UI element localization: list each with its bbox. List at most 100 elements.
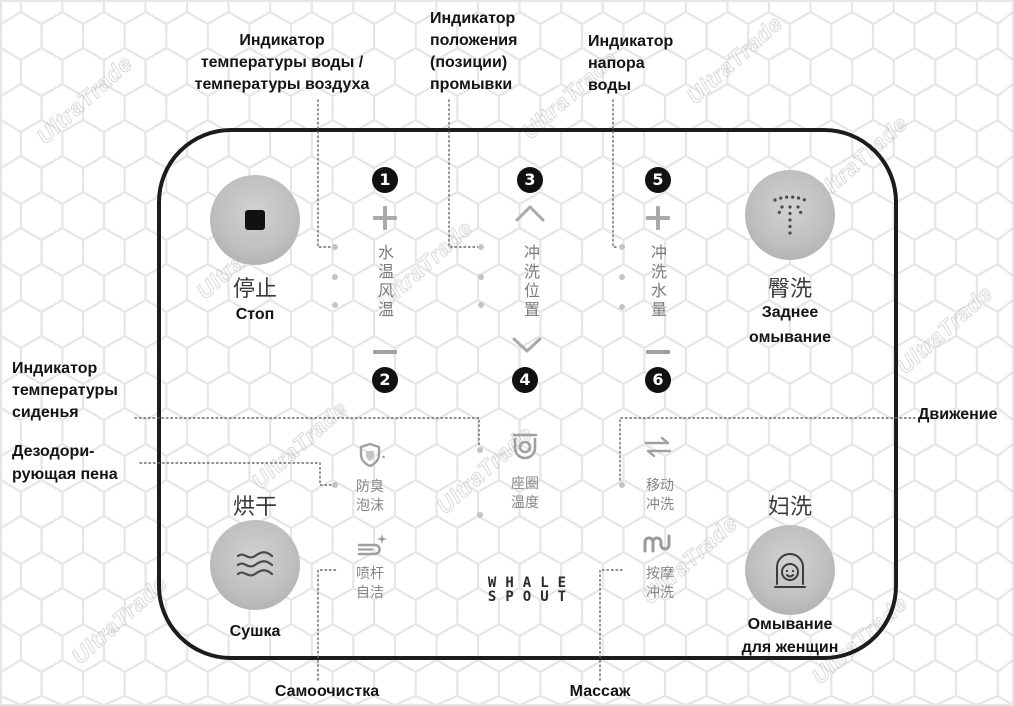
massage-wave-icon	[643, 534, 671, 553]
heat-waves-icon	[236, 551, 274, 577]
move-wash-label-line: 冲洗	[646, 497, 674, 513]
logo-line-2: SPOUT	[487, 589, 576, 605]
indicator-dot	[332, 482, 338, 488]
annotation-line: положения	[430, 32, 518, 49]
indicator-dot	[477, 447, 483, 453]
annotation-seat-temp: Индикатор температуры сиденья	[12, 358, 118, 424]
sparkle-icon	[377, 534, 387, 544]
annotation-line: температуры воздуха	[194, 76, 370, 93]
eye	[785, 569, 789, 573]
annotation-line: промывки	[430, 76, 513, 93]
dry-label-ru: Сушка	[229, 623, 281, 640]
annotation-line: (позиции)	[430, 54, 508, 71]
nozzle-sparkle-icon	[357, 543, 381, 556]
indicator-dot	[478, 302, 484, 308]
indicator-dot	[478, 244, 484, 250]
move-wash-label-line: 移动	[646, 478, 674, 494]
women-wash-button[interactable]	[745, 525, 835, 615]
seat-ring-icon	[513, 437, 537, 460]
wave-line	[236, 560, 274, 568]
indicator-dot	[478, 274, 484, 280]
rear-wash-button[interactable]	[745, 170, 835, 260]
annotation-line: Дезодори-	[12, 443, 95, 460]
stop-button[interactable]	[210, 175, 300, 265]
nozzle-clean-button[interactable]	[356, 532, 388, 558]
position-up-button[interactable]	[514, 204, 546, 222]
annotation-line: Индикатор	[430, 10, 516, 27]
wave-line	[236, 551, 274, 559]
stop-icon	[245, 210, 265, 230]
position-down-button[interactable]	[511, 336, 543, 354]
annotation-line: напора	[588, 55, 645, 72]
indicator-dot	[619, 482, 625, 488]
eye	[791, 569, 795, 573]
rear-wash-label-ru-1: Заднее	[761, 304, 819, 321]
swap-arrows-icon	[644, 436, 670, 445]
spray-right	[796, 205, 803, 215]
woman-face-icon	[774, 553, 806, 588]
swap-arrow-left	[646, 449, 672, 458]
move-wash-button[interactable]	[643, 436, 673, 458]
brand-logo: WHALE SPOUT	[479, 576, 575, 604]
rear-wash-label-cn: 臀洗	[767, 277, 813, 302]
indicator-dot	[619, 304, 625, 310]
annotation-wash-position: Индикатор положения (позиции) промывки	[430, 8, 517, 96]
seat-temp-label-line: 座圈	[511, 476, 539, 492]
annotation-line: рующая пена	[12, 466, 118, 483]
leader-line-water-pressure	[612, 99, 620, 248]
leader-line-water-air-temp	[317, 99, 333, 248]
massage-button[interactable]	[642, 532, 676, 554]
leader-line-wash-position	[448, 99, 479, 248]
logo-line-1: WHALE	[487, 575, 576, 591]
leader-line-foam	[139, 462, 333, 486]
nozzle-clean-label-line: 自洁	[356, 585, 384, 601]
temp-label: 水温风温	[375, 244, 394, 320]
pressure-minus-button[interactable]	[646, 350, 670, 354]
massage-label-line: 冲洗	[646, 585, 674, 601]
indicator-dot	[332, 274, 338, 280]
temp-minus-button[interactable]	[373, 350, 397, 354]
hair-outline	[776, 553, 804, 585]
annotation-line: температуры	[12, 382, 118, 399]
leader-line-seat-temp	[134, 417, 480, 446]
move-wash-label: 移动 冲洗	[646, 477, 674, 515]
stop-label-cn: 停止	[232, 277, 278, 302]
shield-icon	[359, 442, 381, 468]
face-outline	[781, 563, 799, 581]
massage-label-line: 按摩	[646, 566, 674, 582]
leader-line-movement	[619, 417, 916, 483]
pressure-plus-button[interactable]	[646, 206, 670, 230]
leader-line-massage	[599, 569, 625, 681]
seat-temp-label: 座圈 温度	[511, 475, 539, 513]
women-wash-label-ru-2: для женщин	[741, 639, 839, 656]
temp-plus-button[interactable]	[373, 206, 397, 230]
spray-left	[777, 205, 784, 215]
panel-outline	[157, 128, 898, 660]
foam-label-line: 防臭	[356, 479, 384, 495]
badge-2: 2	[372, 367, 398, 393]
indicator-dot	[332, 302, 338, 308]
annotation-line: температуры воды /	[200, 54, 364, 71]
annotation-line: Индикатор	[239, 32, 325, 49]
dry-label-cn: 烘干	[232, 495, 278, 520]
seat-temp-button[interactable]	[511, 432, 539, 462]
badge-6: 6	[645, 367, 671, 393]
annotation-water-pressure: Индикатор напора воды	[588, 31, 673, 97]
indicator-dot	[332, 244, 338, 250]
annotation-self-clean: Самоочистка	[274, 683, 380, 700]
spray-dots-icon	[773, 195, 807, 236]
pressure-label: 冲洗水量	[648, 244, 667, 320]
annotation-line: воды	[588, 77, 632, 94]
indicator-dot	[619, 244, 625, 250]
annotation-movement: Движение	[918, 406, 998, 423]
foam-label-line: 泡沫	[356, 498, 384, 514]
dry-button[interactable]	[210, 520, 300, 610]
rear-wash-label-ru-2: омывание	[749, 329, 831, 346]
smile	[786, 574, 794, 578]
foam-button[interactable]	[358, 442, 386, 468]
seat-ring-inner	[518, 440, 532, 454]
spray-row	[773, 195, 807, 202]
